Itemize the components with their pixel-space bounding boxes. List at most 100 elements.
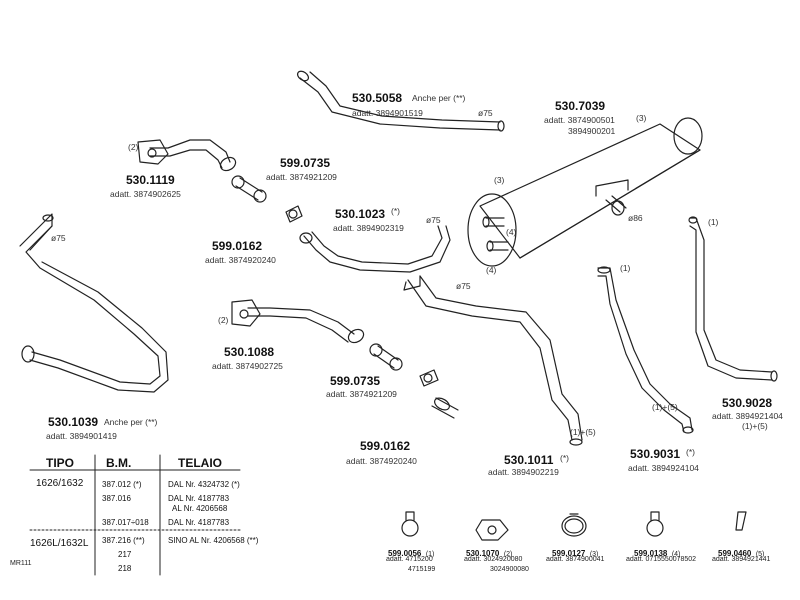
- part-number-530-1119: 530.1119: [126, 173, 175, 187]
- diameter-label: ø75: [478, 108, 493, 118]
- muffler-qty-4a: (4): [506, 227, 517, 237]
- hw-adatt2: 4715199: [408, 566, 436, 573]
- hw-qty: (5): [755, 551, 765, 558]
- hw-qty: (4): [671, 551, 681, 558]
- part-star-530-9031: (*): [686, 447, 695, 457]
- qty-label: (2): [128, 142, 139, 152]
- qty-label: (1)+(5): [652, 402, 678, 412]
- table-header-bm: B.M.: [106, 456, 132, 470]
- part-number-530-1011: 530.1011: [504, 453, 554, 467]
- part-adatt-599-0735-lower: adatt. 3874921209: [326, 389, 397, 399]
- clamp-icon-599-0138: [646, 511, 664, 537]
- part-number-599-0162-upper: 599.0162: [212, 239, 263, 253]
- muffler-diameter: ø86: [628, 213, 643, 223]
- part-number-530-9031: 530.9031: [630, 447, 681, 461]
- hanger-icon-599-0460: [735, 511, 747, 531]
- part-adatt-530-1039: adatt. 3894901419: [46, 431, 117, 441]
- qty-label: (1)+(5): [742, 421, 768, 431]
- hw-number: 599.0460: [718, 549, 752, 558]
- hw-599-0056: 599.0056 (1): [388, 544, 434, 560]
- part-note-530-5058: Anche per (**): [412, 93, 466, 103]
- part-number-599-0735-upper: 599.0735: [280, 156, 331, 170]
- part-number-599-0162-lower: 599.0162: [360, 439, 411, 453]
- hw-qty: (3): [589, 551, 599, 558]
- part-number-530-5058: 530.5058: [352, 91, 403, 105]
- part-adatt-530-1023: adatt. 3894902319: [333, 223, 404, 233]
- clamp-599-0162-lower: [419, 369, 459, 419]
- table-cell-telaio: DAL Nr. 4187783: [168, 518, 230, 527]
- gasket-icon-530-1070: [475, 519, 509, 541]
- table-cell-telaio: DAL Nr. 4324732 (*): [168, 480, 240, 489]
- hw-adatt: adatt. 3024920080: [464, 556, 523, 563]
- pipe-530-9028: [688, 216, 778, 382]
- hw-599-0127: 599.0127 (3): [552, 544, 598, 560]
- clamp-icon-599-0056: [401, 511, 419, 537]
- table-cell-tipo: 1626/1632: [36, 478, 84, 489]
- hw-number: 599.0127: [552, 549, 586, 558]
- table-header-tipo: TIPO: [46, 456, 75, 470]
- table-cell-bm: 387.216 (**): [102, 536, 145, 545]
- hw-number: 599.0138: [634, 549, 668, 558]
- part-number-530-9028: 530.9028: [722, 396, 773, 410]
- part-star-530-1011: (*): [560, 453, 569, 463]
- part-number-599-0735-lower: 599.0735: [330, 374, 381, 388]
- hw-adatt: adatt. 0715550078502: [626, 556, 697, 563]
- pipe-530-9031: [597, 266, 694, 434]
- part-number-530-1039: 530.1039: [48, 415, 99, 429]
- hw-number: 599.0056: [388, 549, 422, 558]
- hw-599-0138: 599.0138 (4): [634, 544, 680, 560]
- hw-adatt2: 3024900080: [490, 566, 529, 573]
- table-cell-tipo: 1626L/1632L: [30, 538, 89, 549]
- part-adatt-599-0162-lower: adatt. 3874920240: [346, 456, 417, 466]
- pipe-530-5058: [296, 70, 505, 132]
- part-number-530-1023: 530.1023: [335, 207, 386, 221]
- table-lines: [29, 454, 241, 576]
- part-number-530-1088: 530.1088: [224, 345, 275, 359]
- qty-label: (3): [636, 113, 647, 123]
- qty-label: (1)+(5): [570, 427, 596, 437]
- pipe-530-1011: [403, 275, 583, 446]
- part-adatt-530-5058: adatt. 3894901519: [352, 108, 423, 118]
- sleeve-599-0735-upper: [231, 175, 267, 203]
- part-adatt-530-1011: adatt. 3894902219: [488, 467, 559, 477]
- qty-label: (1): [708, 217, 719, 227]
- part-adatt-530-1119: adatt. 3874902625: [110, 189, 181, 199]
- table-cell-bm: 387.012 (*): [102, 480, 142, 489]
- table-cell-bm: 217: [118, 550, 132, 559]
- part-adatt-530-7039: adatt. 3874900501: [544, 115, 615, 125]
- diameter-label: ø75: [51, 233, 66, 243]
- hw-qty: (2): [503, 551, 513, 558]
- sleeve-599-0735-lower: [369, 343, 403, 371]
- hw-number: 530.1070: [466, 549, 500, 558]
- part-note-530-1039: Anche per (**): [104, 417, 158, 427]
- pipe-530-1039: [19, 213, 169, 393]
- part-adatt-530-9031: adatt. 3894924104: [628, 463, 699, 473]
- hw-599-0460: 599.0460 (5): [718, 544, 764, 560]
- part-adatt-599-0735-upper: adatt. 3874921209: [266, 172, 337, 182]
- table-cell-telaio: DAL Nr. 4187783: [168, 494, 230, 503]
- table-cell-bm: 218: [118, 564, 132, 573]
- clamp-599-0162-upper: [285, 205, 303, 223]
- table-cell-bm: 387.016: [102, 494, 131, 503]
- part-number-530-7039: 530.7039: [555, 99, 606, 113]
- table-cell-telaio: SINO AL Nr. 4206568 (**): [168, 536, 259, 545]
- muffler-530-7039: [467, 117, 703, 267]
- footer-code: MR111: [10, 560, 32, 567]
- muffler-qty-3: (3): [494, 175, 505, 185]
- part-star-530-1023: (*): [391, 206, 400, 216]
- pipe-530-1119: [137, 139, 237, 172]
- table-cell-telaio: AL Nr. 4206568: [172, 504, 228, 513]
- pipe-530-1023: [299, 225, 451, 273]
- part-adatt2-530-7039: 3894900201: [568, 126, 616, 136]
- band-icon-599-0127: [561, 513, 587, 537]
- qty-label: (2): [218, 315, 229, 325]
- hw-qty: (1): [425, 551, 435, 558]
- table-header-telaio: TELAIO: [178, 456, 222, 470]
- qty-label: (1): [620, 263, 631, 273]
- part-adatt-530-9028: adatt. 3894921404: [712, 411, 783, 421]
- hw-adatt: adatt. 3894921441: [712, 556, 771, 563]
- muffler-qty-4b: (4): [486, 265, 497, 275]
- hw-530-1070: 530.1070 (2): [466, 544, 512, 560]
- hw-adatt: adatt. 4715200: [386, 556, 433, 563]
- part-adatt-530-1088: adatt. 3874902725: [212, 361, 283, 371]
